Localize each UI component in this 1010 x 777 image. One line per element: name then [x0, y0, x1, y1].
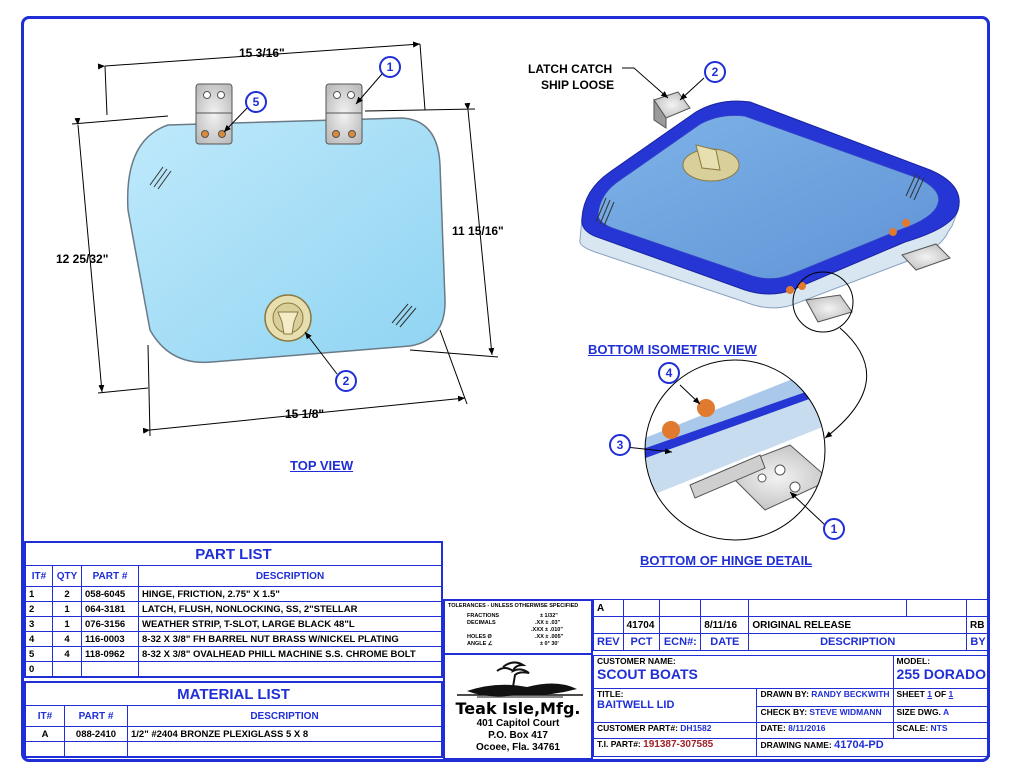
customer-label: CUSTOMER NAME:	[597, 656, 676, 666]
checked-by: STEVE WIDMANN	[809, 707, 882, 717]
title-label: TITLE:	[597, 689, 624, 699]
dim-bottom-width: 15 1/8"	[285, 407, 325, 421]
top-view-leaders	[223, 73, 383, 375]
rev-date: 8/11/16	[700, 616, 750, 634]
callout-bubble-4: 4	[658, 362, 680, 384]
title-block: CUSTOMER NAME: SCOUT BOATS MODEL: 255 DO…	[592, 655, 991, 757]
callout-bubble-5: 5	[245, 91, 267, 113]
top-view-lid	[126, 83, 446, 364]
company-logo	[457, 661, 583, 698]
callout-bubble-2: 2	[335, 370, 357, 392]
revision-block: A 41704 8/11/16 ORIGINAL RELEASE RB REV …	[593, 599, 990, 651]
part-list-header: PART #	[81, 565, 139, 587]
dim-right-height: 11 15/16"	[452, 224, 504, 238]
model-label: MODEL:	[896, 656, 931, 666]
latch-catch-label-1: LATCH CATCH	[528, 62, 613, 76]
rev-letter: A	[593, 599, 624, 617]
hinge-detail	[644, 359, 826, 541]
company-block: Teak Isle,Mfg. 401 Capitol Court P.O. Bo…	[443, 655, 593, 760]
dim-left-height: 12 25/32"	[56, 252, 109, 266]
view-label-hinge-detail: BOTTOM OF HINGE DETAIL	[640, 553, 813, 568]
drawing-date: 8/11/2016	[788, 723, 826, 733]
ti-part-number: 191387-307585	[643, 739, 714, 750]
top-hinge-right	[325, 83, 363, 145]
company-address-3: Ocoee, Fla. 34761	[476, 742, 560, 753]
top-hinge-left	[195, 83, 233, 145]
view-label-top: TOP VIEW	[290, 458, 354, 473]
tolerance-block: TOLERANCES - UNLESS OTHERWISE SPECIFIED …	[443, 599, 593, 655]
rev-ecn	[659, 616, 702, 634]
part-list-title: PART LIST	[24, 541, 443, 566]
company-name: Teak Isle,Mfg.	[455, 699, 581, 718]
rev-by: RB	[966, 616, 990, 634]
customer-name: SCOUT BOATS	[597, 666, 698, 682]
material-list-header: DESCRIPTION	[127, 705, 443, 727]
view-label-bottom-iso: BOTTOM ISOMETRIC VIEW	[588, 342, 757, 357]
bottom-isometric-lid	[579, 91, 960, 323]
callout-bubble-1: 1	[379, 56, 401, 78]
rev-description: ORIGINAL RELEASE	[748, 616, 968, 634]
model-name: 255 DORADO	[896, 666, 986, 682]
detail-indicator-circle	[792, 271, 854, 333]
part-list-header: IT#	[24, 565, 53, 587]
customer-part: DH1582	[680, 723, 712, 733]
callout-bubble-1-detail: 1	[823, 518, 845, 540]
drawing-title: BAITWELL LID	[597, 699, 675, 711]
material-list-title: MATERIAL LIST	[24, 681, 443, 706]
table-row: 0	[24, 661, 443, 678]
drawing-border	[21, 16, 990, 762]
part-list-header: QTY	[52, 565, 82, 587]
top-view-dimension-lines	[71, 41, 499, 437]
table-row	[24, 741, 443, 758]
dim-top-width: 15 3/16"	[239, 46, 285, 60]
part-list-header: DESCRIPTION	[138, 565, 443, 587]
latch-catch-label-2: SHIP LOOSE	[541, 78, 615, 92]
company-address-2: P.O. Box 417	[488, 730, 548, 741]
company-address-1: 401 Capitol Court	[476, 718, 560, 729]
drawing-name: 41704-PD	[834, 739, 884, 751]
material-list-header: PART #	[64, 705, 128, 727]
rev-pct: 41704	[622, 616, 661, 634]
material-list-header: IT#	[24, 705, 65, 727]
callout-bubble-2-iso: 2	[704, 61, 726, 83]
callout-bubble-3: 3	[609, 434, 631, 456]
top-latch	[264, 294, 312, 342]
drawn-by: RANDY BECKWITH	[811, 689, 890, 699]
